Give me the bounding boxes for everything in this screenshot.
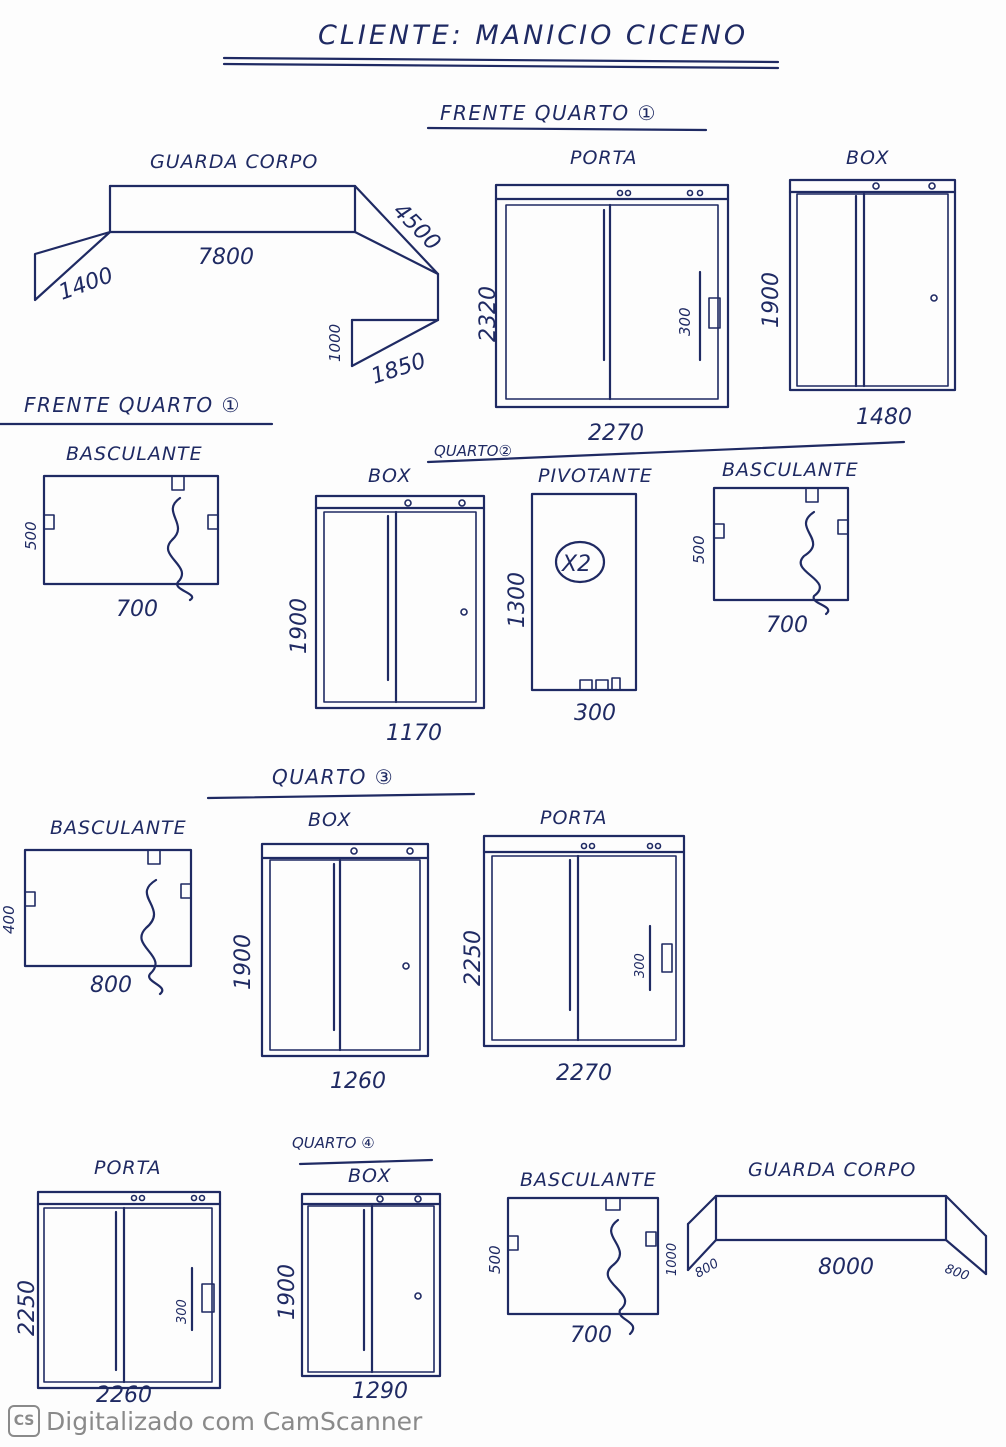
box-3-height: 1900 xyxy=(231,934,256,990)
pivotante-2-drawing: PIVOTANTE X2 1300 300 xyxy=(505,465,653,726)
guarda-corpo-1-drawing: GUARDA CORPO 1400 7800 4500 1000 1850 xyxy=(33,151,445,390)
camscanner-logo-icon: CS xyxy=(8,1405,40,1437)
porta-4-width: 2260 xyxy=(96,1383,152,1408)
porta-1-label: PORTA xyxy=(570,147,637,169)
pivotante-2-qty: X2 xyxy=(561,552,591,577)
section-underline xyxy=(206,792,476,800)
section-underline xyxy=(426,440,906,464)
dim-1400: 1400 xyxy=(56,263,117,306)
guarda-corpo-4-right: 800 xyxy=(943,1262,971,1285)
dim-7800: 7800 xyxy=(198,245,254,270)
pivotante-2-label: PIVOTANTE xyxy=(538,465,653,487)
porta-4-label: PORTA xyxy=(94,1157,161,1179)
basculante-4-drawing: BASCULANTE 500 1000 700 xyxy=(486,1169,680,1348)
porta-4-height: 2250 xyxy=(15,1280,40,1336)
pivotante-2-height: 1300 xyxy=(505,572,530,628)
basculante-4-height: 500 xyxy=(486,1245,504,1274)
box-1-width: 1480 xyxy=(856,405,912,430)
basculante-2-label: BASCULANTE xyxy=(722,459,859,481)
watermark-text: Digitalizado com CamScanner xyxy=(46,1406,423,1436)
guarda-corpo-4-length: 8000 xyxy=(818,1255,874,1280)
porta-3-width: 2270 xyxy=(556,1061,612,1086)
dim-1850: 1850 xyxy=(368,349,429,390)
guarda-corpo-4-drawing: GUARDA CORPO 800 8000 800 xyxy=(686,1159,988,1285)
porta-4-handle: 300 xyxy=(175,1299,190,1324)
box-1-drawing: BOX 1900 1480 xyxy=(759,147,957,430)
basculante-3-width: 800 xyxy=(90,973,132,998)
pivotante-2-width: 300 xyxy=(574,701,616,726)
box-4-width: 1290 xyxy=(352,1379,408,1404)
section-frente-quarto-1: FRENTE QUARTO ① xyxy=(440,101,657,125)
guarda-corpo-1-label: GUARDA CORPO xyxy=(150,151,318,173)
box-2-width: 1170 xyxy=(386,721,442,746)
basculante-2-height: 500 xyxy=(690,535,708,564)
guarda-corpo-4-label: GUARDA CORPO xyxy=(748,1159,916,1181)
camscanner-watermark: CS Digitalizado com CamScanner xyxy=(8,1404,422,1438)
box-4-drawing: BOX 1900 1290 xyxy=(275,1165,442,1404)
basculante-4-label: BASCULANTE xyxy=(520,1169,657,1191)
porta-3-label: PORTA xyxy=(540,807,607,829)
section-underline xyxy=(298,1158,434,1166)
basculante-1-drawing: BASCULANTE 500 700 xyxy=(22,443,220,622)
box-2-label: BOX xyxy=(368,465,412,487)
basculante-3-drawing: BASCULANTE 400 800 xyxy=(0,817,193,998)
basculante-1-width: 700 xyxy=(116,597,158,622)
basculante-3-label: BASCULANTE xyxy=(50,817,187,839)
title-underline xyxy=(222,56,780,64)
box-2-height: 1900 xyxy=(287,598,312,654)
box-1-label: BOX xyxy=(846,147,890,169)
basculante-2-drawing: BASCULANTE 500 700 xyxy=(690,459,859,638)
box-4-label: BOX xyxy=(348,1165,392,1187)
porta-1-drawing: PORTA 2320 300 2270 xyxy=(476,147,730,446)
porta-1-handle: 300 xyxy=(676,307,694,336)
box-3-label: BOX xyxy=(308,809,352,831)
porta-1-height: 2320 xyxy=(476,286,501,342)
basculante-1-height: 500 xyxy=(22,521,40,550)
box-3-drawing: BOX 1900 1260 xyxy=(231,809,430,1094)
basculante-3-height: 400 xyxy=(0,905,18,934)
basculante-2-width: 700 xyxy=(766,613,808,638)
porta-3-drawing: PORTA 2250 300 2270 xyxy=(461,807,686,1086)
page-title: CLIENTE: MANICIO CICENO xyxy=(318,20,748,51)
section-underline xyxy=(426,126,708,132)
porta-3-handle: 300 xyxy=(633,953,648,978)
basculante-1-label: BASCULANTE xyxy=(66,443,203,465)
box-3-width: 1260 xyxy=(330,1069,386,1094)
section-quarto-4: QUARTO ④ xyxy=(292,1134,375,1152)
section-quarto-3: QUARTO ③ xyxy=(272,765,394,789)
box-1-height: 1900 xyxy=(759,272,784,328)
basculante-4-width: 700 xyxy=(570,1323,612,1348)
dim-1000: 1000 xyxy=(326,324,344,362)
porta-4-drawing: PORTA 2250 300 2260 xyxy=(15,1157,222,1408)
porta-1-width: 2270 xyxy=(588,421,644,446)
section-frente-quarto-1-left: FRENTE QUARTO ① xyxy=(24,393,241,417)
dim-4500: 4500 xyxy=(388,199,445,256)
basculante-4-side: 1000 xyxy=(665,1243,680,1276)
box-4-height: 1900 xyxy=(275,1264,300,1320)
porta-3-height: 2250 xyxy=(461,930,486,986)
box-2-drawing: BOX 1900 1170 xyxy=(287,465,486,746)
title-underline-2 xyxy=(222,62,780,70)
section-quarto-2: QUARTO② xyxy=(434,442,512,460)
